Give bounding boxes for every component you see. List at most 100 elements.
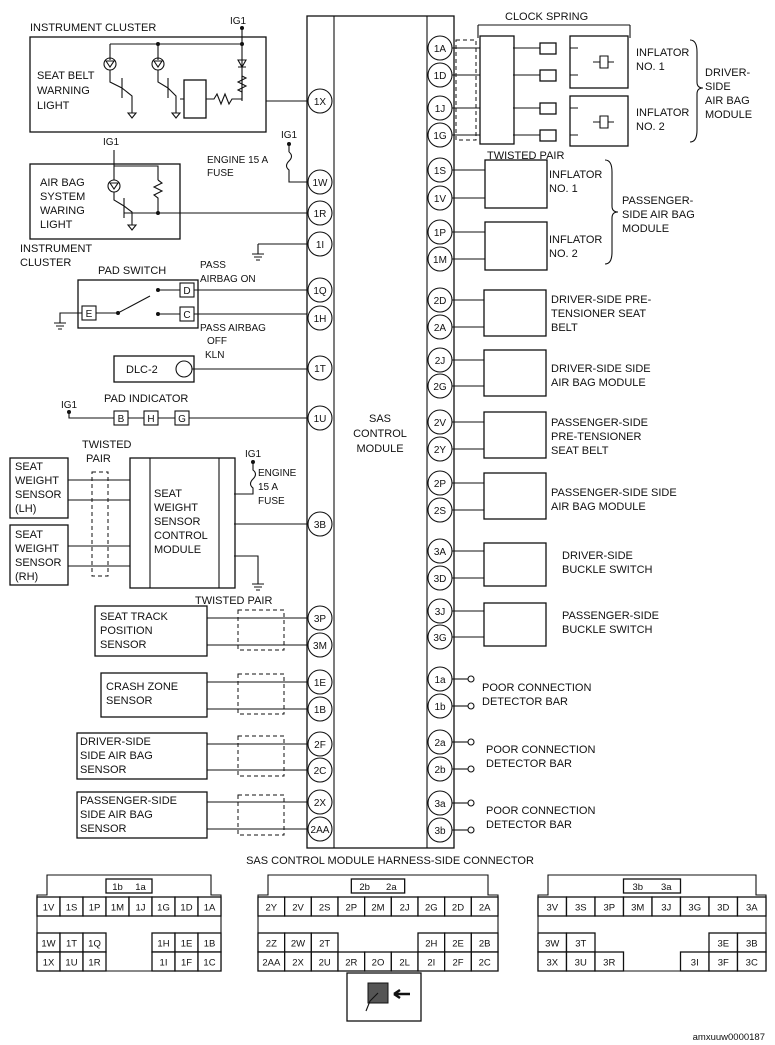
rh-label-4: (RH) <box>15 571 38 583</box>
instrument-cluster-bottom-1: INSTRUMENT <box>20 243 92 255</box>
module-pin-2S: 2S <box>427 497 486 523</box>
pad-indicator: IG1 PAD INDICATOR B H G <box>61 393 307 426</box>
pin-label: 1E <box>314 678 327 689</box>
module-pin-1J: 1J <box>427 95 486 121</box>
rh-label-3: SENSOR <box>15 557 62 569</box>
instrument-cluster-bottom-2: CLUSTER <box>20 257 71 269</box>
module-pin-1M: 1M <box>427 246 486 272</box>
buckle-switches: DRIVER-SIDE BUCKLE SWITCH PASSENGER-SIDE… <box>483 542 659 647</box>
pin-label: 3a <box>434 799 446 810</box>
engine-fuse2-2: 15 A <box>258 482 278 493</box>
connector-cell: 2O <box>372 958 385 969</box>
connector-cell: 1R <box>88 958 100 969</box>
module-pin-2a: 2a <box>427 729 475 755</box>
module-pin-2b: 2b <box>427 756 475 782</box>
pin-label: 3b <box>434 826 446 837</box>
connector-cell: 3C <box>746 958 758 969</box>
driver-module-4: MODULE <box>705 109 752 121</box>
svg-text:B: B <box>118 414 125 425</box>
connector-cell: 2F <box>452 958 463 969</box>
svg-text:D: D <box>183 286 190 297</box>
connector-cell: 3D <box>717 903 729 914</box>
module-pin-1G: 1G <box>427 122 486 148</box>
connector-cell: 3E <box>717 939 729 950</box>
pin-label: 1A <box>434 44 447 55</box>
pin-label: 1b <box>434 702 446 713</box>
twisted-pair-label-2: PAIR <box>86 453 111 465</box>
module-pin-2P: 2P <box>427 470 486 496</box>
module-pin-3A: 3A <box>427 538 486 564</box>
crash-zone-1: CRASH ZONE <box>106 681 178 693</box>
connector-cell: 3J <box>661 903 671 914</box>
seat-track-2: POSITION <box>100 625 153 637</box>
pretensioner-and-side-modules: DRIVER-SIDE PRE- TENSIONER SEAT BELT DRI… <box>483 289 677 520</box>
pin-label: 3A <box>434 547 447 558</box>
inflator1-label-1: INFLATOR <box>636 47 689 59</box>
pin-label: 1G <box>433 131 447 142</box>
module-pin-2X: 2X <box>307 789 333 815</box>
connector-cell: 3B <box>746 939 758 950</box>
passenger-sensor-1: PASSENGER-SIDE <box>80 795 177 807</box>
swscm-label-2: WEIGHT <box>154 502 198 514</box>
connector-cell: 1A <box>204 903 216 914</box>
ig1-label-5: IG1 <box>245 449 262 460</box>
instrument-cluster-label: INSTRUMENT CLUSTER <box>30 22 156 34</box>
terminal-A: A <box>191 794 308 810</box>
module-pin-1B: 1B <box>307 696 333 722</box>
connector-key-label: 3b <box>632 882 643 893</box>
connector-cell: 3T <box>575 939 586 950</box>
connector-cell: 3S <box>575 903 587 914</box>
swscm-label-5: MODULE <box>154 544 201 556</box>
pin-label: 2a <box>434 738 446 749</box>
pc3-2: DETECTOR BAR <box>486 819 572 831</box>
module-pin-3b: 3b <box>427 817 475 843</box>
connector-cell: 3A <box>746 903 758 914</box>
pin-label: 1V <box>434 194 447 205</box>
connector-cell: 1F <box>181 958 192 969</box>
module-pin-1A: 1A <box>427 35 486 61</box>
pass-airbag-on-1: PASS <box>200 260 226 271</box>
module-pin-1H: 1H <box>307 305 333 331</box>
pin-label: 2AA <box>311 825 330 836</box>
module-pin-1V: 1V <box>427 185 486 211</box>
lh-label-4: (LH) <box>15 503 36 515</box>
passenger-module-3: MODULE <box>622 223 669 235</box>
dlc2-label: DLC-2 <box>126 364 158 376</box>
pas-side-2: AIR BAG MODULE <box>551 501 646 513</box>
pin-label: 1H <box>314 314 327 325</box>
pas-buckle-2: BUCKLE SWITCH <box>562 624 653 636</box>
pin-label: 1B <box>314 705 327 716</box>
seat-belt-label-3: LIGHT <box>37 100 70 112</box>
connector-cell: 2Y <box>266 903 278 914</box>
clock-spring-and-driver-air-bag: CLOCK SPRING INFLATOR NO. 1 INFLATOR NO.… <box>455 11 752 162</box>
engine-fuse2-3: FUSE <box>258 496 285 507</box>
connector-cell: 1M <box>111 903 124 914</box>
swscm-label-4: CONTROL <box>154 530 208 542</box>
connector-cell: 2P <box>346 903 358 914</box>
module-pin-2J: 2J <box>427 347 486 373</box>
module-pin-3D: 3D <box>427 565 486 591</box>
drv-side-1: DRIVER-SIDE SIDE <box>551 363 651 375</box>
pin-label: 2Y <box>434 445 447 456</box>
dlc-2: KLN DLC-2 <box>113 350 307 383</box>
connector-cell: 3R <box>603 958 615 969</box>
module-pin-3a: 3a <box>427 790 475 816</box>
drv-pre-1: DRIVER-SIDE PRE- <box>551 294 652 306</box>
air-bag-label-2: SYSTEM <box>40 191 85 203</box>
drv-pre-2: TENSIONER SEAT <box>551 308 646 320</box>
pc2-2: DETECTOR BAR <box>486 758 572 770</box>
module-pin-2C: 2C <box>307 757 333 783</box>
driver-sensor-2: SIDE AIR BAG <box>80 750 153 762</box>
pin-label: 1T <box>314 364 326 375</box>
module-pin-3P: 3P <box>307 605 333 631</box>
driver-module-1: DRIVER- <box>705 67 751 79</box>
pin-label: 2F <box>314 740 326 751</box>
lh-label-3: SENSOR <box>15 489 62 501</box>
connector-cell: 1B <box>204 939 216 950</box>
drv-buckle-1: DRIVER-SIDE <box>562 550 633 562</box>
p-inflator1-1: INFLATOR <box>549 169 602 181</box>
